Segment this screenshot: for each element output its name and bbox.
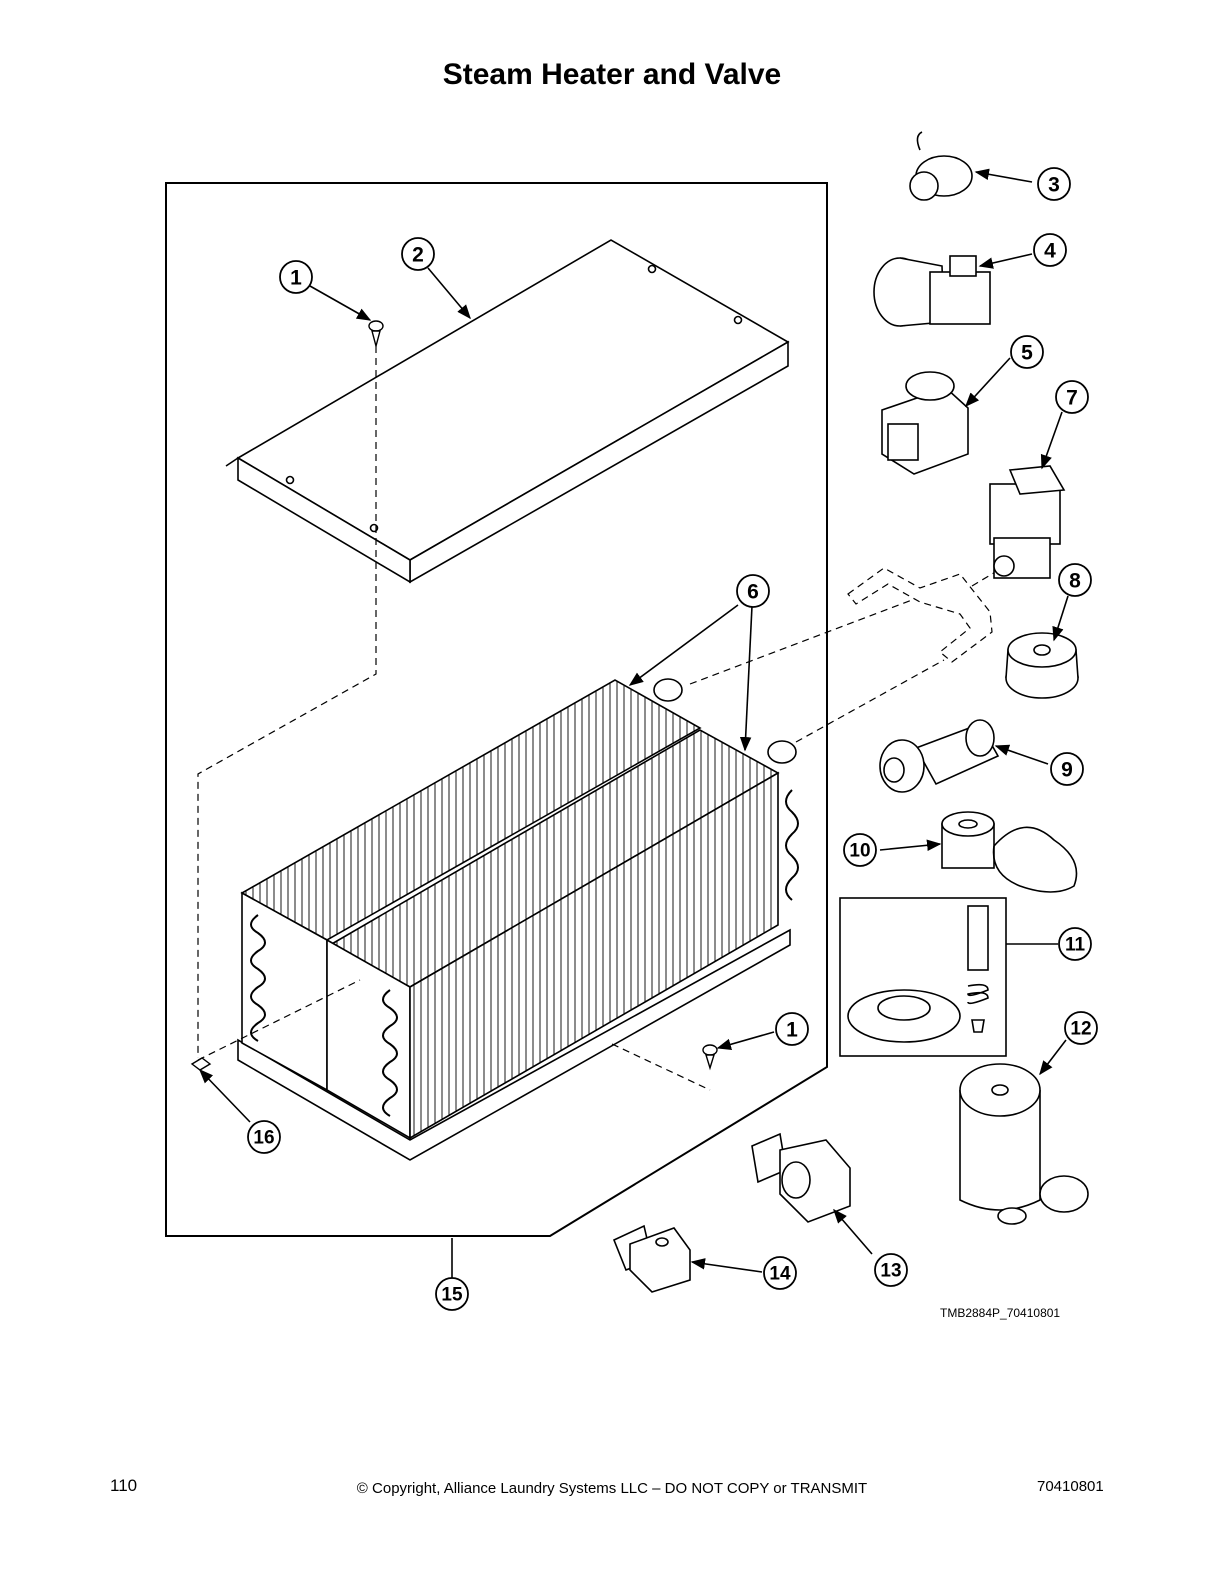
leader-1-top [309, 285, 372, 321]
heater-cover-panel [225, 239, 790, 584]
leader-13 [833, 1208, 873, 1255]
callout-16: 16 [253, 1128, 274, 1149]
callout-1-bottom: 1 [786, 1019, 798, 1042]
leader-6a [628, 604, 739, 686]
callout-13: 13 [880, 1261, 901, 1282]
callout-14: 14 [769, 1264, 791, 1285]
leader-4 [978, 253, 1033, 269]
callout-circle-3 [1037, 167, 1071, 201]
leader-7 [1040, 411, 1063, 470]
callout-6: 6 [747, 581, 759, 604]
callout-circle-8 [1058, 563, 1092, 597]
callout-circle-14 [763, 1256, 797, 1290]
coil-ring-part [909, 131, 973, 201]
callout-7: 7 [1066, 387, 1078, 410]
callout-circle-9 [1050, 752, 1084, 786]
repair-kit-box [839, 897, 1007, 1057]
callout-circle-4 [1033, 233, 1067, 267]
heater-assembly-boundary [165, 182, 828, 1237]
callout-11: 11 [1065, 935, 1086, 956]
callout-circle-5 [1010, 335, 1044, 369]
callout-circle-12 [1064, 1011, 1098, 1045]
screw-top [368, 320, 384, 349]
connector-part [612, 1224, 691, 1293]
leader-16 [199, 1068, 251, 1123]
clip-part [190, 1057, 212, 1071]
callout-circle-16 [247, 1120, 281, 1154]
callout-circle-11 [1058, 927, 1092, 961]
callout-2: 2 [412, 244, 424, 267]
leader-8 [1052, 595, 1069, 642]
drawing-code: TMB2884P_70410801 [940, 1306, 1061, 1320]
solenoid-valve-part [873, 255, 991, 327]
heater-coil-body [237, 678, 799, 1161]
callout-circle-15 [435, 1277, 469, 1311]
leader-14 [690, 1258, 763, 1273]
callout-circle-7 [1055, 380, 1089, 414]
coil-with-leads-part [941, 811, 1078, 893]
page-title: Steam Heater and Valve [442, 58, 782, 91]
callout-circle-10 [843, 833, 877, 867]
leader-10 [879, 839, 942, 852]
callout-4: 4 [1044, 240, 1056, 263]
leader-2 [427, 267, 471, 320]
callout-10: 10 [849, 841, 870, 862]
callout-circle-2 [401, 237, 435, 271]
leader-9 [994, 744, 1049, 765]
callout-1-top: 1 [290, 267, 302, 290]
callout-circle-13 [874, 1253, 908, 1287]
callout-15: 15 [441, 1285, 463, 1306]
callout-9: 9 [1061, 759, 1073, 782]
coil-housing-part [881, 371, 969, 475]
screw-bottom [702, 1044, 718, 1071]
valve-body-part [989, 465, 1066, 579]
callout-3: 3 [1048, 174, 1060, 197]
repair-kit-parts [847, 905, 989, 1043]
leader-3 [974, 168, 1033, 183]
cover-can-part [959, 1063, 1089, 1225]
page-number: 110 [110, 1476, 138, 1495]
leader-1-bottom [716, 1031, 775, 1050]
leader-12 [1039, 1039, 1067, 1076]
leader-6b [739, 605, 753, 752]
callout-12: 12 [1070, 1019, 1091, 1040]
leader-5 [965, 357, 1011, 408]
callout-circle-6 [736, 574, 770, 608]
plunger-cartridge-part [879, 719, 1000, 793]
coil-housing-small-part [751, 1132, 851, 1223]
callout-8: 8 [1069, 570, 1081, 593]
callout-circle-1-bottom [775, 1012, 809, 1046]
callout-5: 5 [1021, 342, 1033, 365]
diaphragm-cap-part [1005, 632, 1079, 699]
copyright-notice: © Copyright, Alliance Laundry Systems LL… [356, 1480, 868, 1497]
callout-circle-1-top [279, 260, 313, 294]
document-number: 70410801 [1037, 1478, 1104, 1495]
